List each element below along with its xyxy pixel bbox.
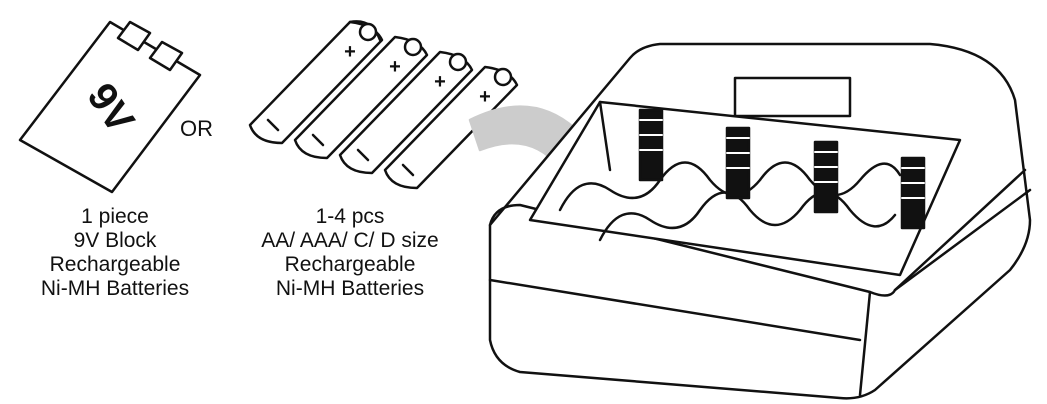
caption-aa: 1-4 pcs AA/ AAA/ C/ D size Rechargeable … bbox=[240, 205, 460, 301]
caption-9v: 1 piece 9V Block Rechargeable Ni-MH Batt… bbox=[20, 205, 210, 301]
charger-contact bbox=[725, 126, 751, 200]
or-label: OR bbox=[180, 116, 213, 141]
charger-contact bbox=[638, 108, 664, 182]
caption-aa-line: Ni-MH Batteries bbox=[275, 277, 425, 300]
charger bbox=[488, 42, 1032, 400]
plus-symbol: + bbox=[389, 56, 401, 78]
battery-aa-2: + bbox=[293, 35, 429, 160]
charger-contact bbox=[900, 156, 926, 230]
caption-9v-line: 9V Block bbox=[73, 229, 157, 252]
caption-9v-line: 1 piece bbox=[81, 205, 149, 228]
charger-contact bbox=[813, 140, 839, 214]
battery-9v-terminal-right bbox=[148, 40, 184, 72]
caption-9v-line: Ni-MH Batteries bbox=[40, 277, 190, 300]
charger-display bbox=[733, 76, 852, 118]
caption-aa-line: AA/ AAA/ C/ D size bbox=[261, 229, 439, 252]
battery-aa-1: + bbox=[248, 20, 384, 145]
battery-9v-terminal-left bbox=[116, 20, 152, 52]
caption-aa-line: 1-4 pcs bbox=[315, 205, 385, 228]
plus-symbol: + bbox=[344, 41, 356, 63]
plus-symbol: + bbox=[479, 86, 491, 108]
plus-symbol: + bbox=[434, 71, 446, 93]
battery-aa-3: + bbox=[338, 50, 474, 175]
caption-aa-line: Rechargeable bbox=[284, 253, 416, 276]
battery-aa-4: + bbox=[383, 65, 519, 190]
battery-9v: 9V bbox=[18, 20, 202, 194]
caption-9v-line: Rechargeable bbox=[49, 253, 181, 276]
